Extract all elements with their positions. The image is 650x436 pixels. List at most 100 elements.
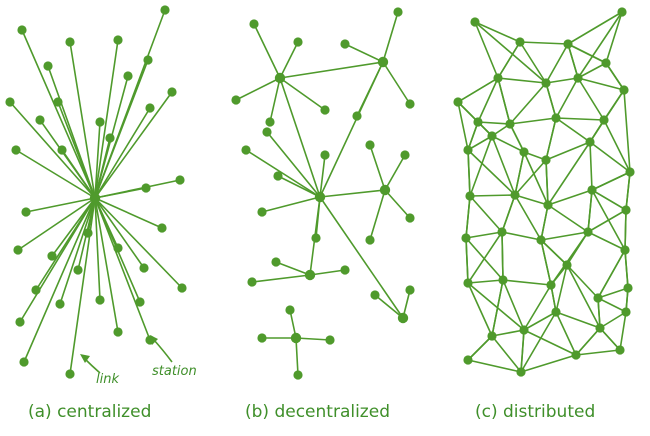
centralized-link — [94, 91, 173, 199]
centralized-link — [94, 39, 119, 199]
station-arrow-icon-head — [150, 335, 158, 345]
decentralized-link — [279, 77, 326, 111]
distributed-link — [514, 194, 542, 241]
centralized-link — [94, 197, 119, 333]
decentralized-station-node — [405, 99, 415, 109]
decentralized-station-node — [231, 95, 241, 105]
distributed-link — [491, 279, 504, 337]
centralized-station-node — [95, 295, 105, 305]
distributed-link — [625, 171, 631, 211]
distributed-link — [566, 264, 601, 329]
decentralized-station-node — [257, 333, 267, 343]
centralized-link — [23, 197, 96, 363]
distributed-link — [555, 264, 568, 313]
decentralized-link — [309, 269, 346, 276]
link-annotation-label: link — [96, 372, 119, 387]
decentralized-hub-node — [274, 72, 286, 84]
distributed-station-node — [453, 97, 463, 107]
centralized-station-node — [5, 97, 15, 107]
distributed-link — [599, 327, 621, 351]
centralized-link — [94, 121, 101, 199]
centralized-station-node — [35, 115, 45, 125]
decentralized-station-node — [257, 207, 267, 217]
decentralized-link — [266, 131, 321, 198]
distributed-station-node — [585, 137, 595, 147]
distributed-link — [491, 135, 525, 153]
centralized-station-node — [17, 25, 27, 35]
decentralized-station-node — [393, 7, 403, 17]
decentralized-station-node — [273, 171, 283, 181]
distributed-station-node — [505, 119, 515, 129]
distributed-link — [597, 249, 626, 299]
distributed-link — [547, 204, 589, 233]
decentralized-link — [261, 196, 321, 213]
distributed-station-node — [573, 73, 583, 83]
distributed-link — [474, 21, 521, 43]
distributed-station-node — [601, 58, 611, 68]
decentralized-station-node — [370, 290, 380, 300]
distributed-link — [603, 119, 631, 173]
decentralized-station-node — [365, 140, 375, 150]
decentralized-link — [315, 196, 321, 239]
centralized-station-node — [113, 243, 123, 253]
distributed-link — [587, 231, 626, 251]
centralized-station-node — [175, 175, 185, 185]
centralized-station-node — [105, 133, 115, 143]
centralized-station-node — [143, 55, 153, 65]
decentralized-station-node — [400, 150, 410, 160]
distributed-link — [591, 171, 631, 191]
distributed-station-node — [620, 245, 630, 255]
distributed-link — [457, 101, 469, 151]
distributed-station-node — [463, 278, 473, 288]
distributed-link — [545, 159, 549, 206]
centralized-link — [94, 197, 183, 289]
distributed-link — [467, 121, 479, 151]
distributed-link — [465, 237, 469, 284]
distributed-link — [519, 41, 569, 45]
centralized-link — [94, 107, 151, 199]
distributed-station-node — [463, 355, 473, 365]
distributed-link — [545, 43, 569, 84]
centralized-link — [69, 41, 96, 199]
distributed-link — [509, 82, 547, 125]
station-arrow-icon — [153, 339, 173, 363]
decentralized-hub-node — [377, 56, 389, 68]
centralized-station-node — [141, 183, 151, 193]
distributed-station-node — [463, 145, 473, 155]
centralized-station-node — [11, 145, 21, 155]
centralized-station-node — [177, 283, 187, 293]
decentralized-network — [231, 7, 415, 380]
distributed-station-node — [465, 191, 475, 201]
distributed-station-node — [470, 17, 480, 27]
centralized-link — [57, 101, 96, 199]
distributed-link — [619, 311, 627, 351]
decentralized-station-node — [320, 105, 330, 115]
distributed-station-node — [515, 37, 525, 47]
distributed-station-node — [617, 7, 627, 17]
centralized-station-node — [145, 103, 155, 113]
decentralized-station-node — [352, 111, 362, 121]
distributed-link — [467, 335, 493, 361]
centralized-station-node — [65, 37, 75, 47]
distributed-link — [467, 359, 522, 373]
distributed-link — [547, 189, 593, 206]
decentralized-station-node — [340, 39, 350, 49]
distributed-station-node — [571, 350, 581, 360]
caption-distributed: (c) distributed — [475, 402, 596, 422]
distributed-link — [589, 141, 631, 173]
distributed-link — [491, 135, 516, 196]
distributed-link — [465, 231, 503, 239]
distributed-link — [540, 239, 552, 286]
distributed-link — [477, 77, 499, 123]
distributed-station-node — [487, 331, 497, 341]
distributed-link — [605, 62, 625, 91]
distributed-link — [520, 354, 577, 373]
distributed-station-node — [583, 227, 593, 237]
decentralized-link — [384, 189, 411, 219]
distributed-link — [497, 77, 511, 125]
distributed-station-node — [625, 167, 635, 177]
decentralized-hub-link — [279, 61, 384, 79]
distributed-link — [467, 282, 525, 331]
distributed-link — [474, 21, 499, 79]
